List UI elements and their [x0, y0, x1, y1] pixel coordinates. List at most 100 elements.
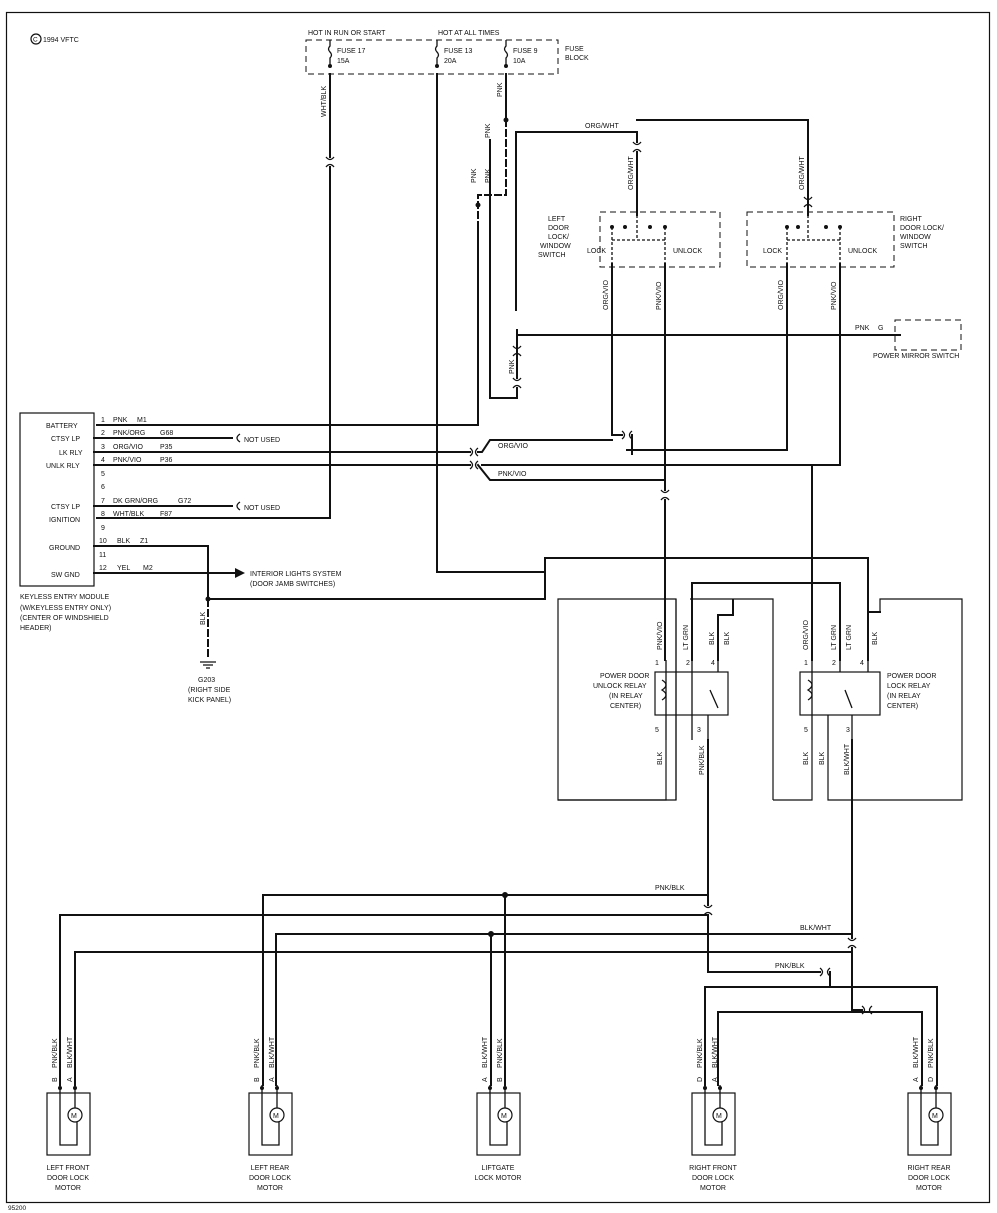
- module-wires: NOT USED ORG/VIO PNK/VIO NOT USED BLK G2…: [93, 433, 813, 704]
- interior-lights-2: (DOOR JAMB SWITCHES): [250, 581, 335, 588]
- lock-relay-pin-4: 4: [860, 660, 864, 667]
- right-switch-line-3: WINDOW: [900, 234, 931, 241]
- fuse-9-rating: 10A: [513, 58, 526, 65]
- motor-caption-line: MOTOR: [700, 1185, 726, 1192]
- wire-label-blk-l: BLK: [872, 631, 879, 645]
- motor-caption-line: DOOR LOCK: [249, 1175, 291, 1182]
- motor-pin-1: B: [254, 1077, 261, 1082]
- mirror-wire-color: PNK: [855, 325, 870, 332]
- wire-3-color: ORG/VIO: [113, 444, 144, 451]
- lock-relay-pin-3: 3: [846, 727, 850, 734]
- motor-pin-2: A: [269, 1077, 276, 1082]
- wire-label-org-wht-left: ORG/WHT: [628, 155, 635, 190]
- right-switch-line-4: SWITCH: [900, 243, 928, 250]
- wire-label-blk-u2: BLK: [724, 631, 731, 645]
- wire-8-color: WHT/BLK: [113, 511, 144, 518]
- right-switch-line-2: DOOR LOCK/: [900, 225, 944, 232]
- pin-12: 12: [99, 565, 107, 572]
- lock-relay-pin-1: 1: [804, 660, 808, 667]
- lock-relay-pin-2: 2: [832, 660, 836, 667]
- unlock-relay-pin-1: 1: [655, 660, 659, 667]
- wire-label-blk-l5a: BLK: [803, 751, 810, 765]
- module-caption-1: KEYLESS ENTRY MODULE: [20, 594, 110, 601]
- wire-4-color: PNK/VIO: [113, 457, 142, 464]
- ground-label-3: KICK PANEL): [188, 697, 231, 704]
- wire-12-color: YEL: [117, 565, 130, 572]
- switch-output-wires: ORG/VIO PNK/VIO ORG/VIO PNK/VIO: [481, 263, 841, 661]
- motor-symbol: M: [71, 1113, 77, 1120]
- unlock-relay-line-4: CENTER): [610, 703, 641, 710]
- unlock-relay-line-2: UNLOCK RELAY: [593, 683, 647, 690]
- unlock-relay-pin-5: 5: [655, 727, 659, 734]
- wire-7-circuit: G72: [178, 498, 191, 505]
- wire-label-pnk-vio-rsw: PNK/VIO: [831, 281, 838, 310]
- motor-wire-2: BLK/WHT: [712, 1036, 719, 1068]
- lock-relay-line-2: LOCK RELAY: [887, 683, 931, 690]
- fuse-block-label-1: FUSE: [565, 46, 584, 53]
- module-label-sw-gnd: SW GND: [51, 572, 80, 579]
- wire-label-pnk-1: PNK: [497, 82, 504, 97]
- motor-caption-line: LEFT REAR: [251, 1165, 289, 1172]
- wire-label-pnk-5: PNK: [509, 359, 516, 374]
- power-mirror-switch: POWER MIRROR SWITCH: [873, 319, 962, 360]
- wire-4-circuit: P36: [160, 457, 173, 464]
- pin-11: 11: [99, 552, 106, 559]
- wire-label-blk-l5b: BLK: [819, 751, 826, 765]
- motor-wire-1: BLK/WHT: [913, 1036, 920, 1068]
- fuse-13-rating: 20A: [444, 58, 457, 65]
- wire-label-pnk-blk-right: PNK/BLK: [775, 963, 805, 970]
- unlock-relay: POWER DOOR UNLOCK RELAY (IN RELAY CENTER…: [593, 660, 729, 740]
- wire-fuse13-relays: [436, 73, 869, 661]
- motor-wire-2: PNK/BLK: [497, 1038, 504, 1068]
- left-switch-line-5: SWITCH: [538, 252, 566, 259]
- fuse-13-name: FUSE 13: [444, 48, 473, 55]
- ground-label-2: (RIGHT SIDE: [188, 687, 231, 694]
- pin-3: 3: [101, 444, 105, 451]
- wire-pnk-option: [477, 119, 507, 223]
- wire-1-circuit: M1: [137, 417, 147, 424]
- page-border: [5, 11, 991, 1204]
- module-label-ignition: IGNITION: [49, 517, 80, 524]
- wire-3-circuit: P35: [160, 444, 173, 451]
- wire-label-org-wht-right: ORG/WHT: [799, 155, 806, 190]
- motor-pin-2: A: [67, 1077, 74, 1082]
- motor-caption-line: DOOR LOCK: [908, 1175, 950, 1182]
- wire-10-color: BLK: [117, 538, 131, 545]
- wire-label-pnk-vio-relay: PNK/VIO: [657, 621, 664, 650]
- module-label-battery: BATTERY: [46, 423, 78, 430]
- hot-all-times-label: HOT AT ALL TIMES: [438, 30, 500, 37]
- motor-pin-1: A: [913, 1077, 920, 1082]
- unlock-relay-line-3: (IN RELAY: [609, 693, 643, 700]
- fuse-17-rating: 15A: [337, 58, 350, 65]
- fuse-13: FUSE 13 20A: [434, 40, 473, 68]
- motor-wire-1: PNK/BLK: [697, 1038, 704, 1068]
- motor-pin-1: B: [52, 1077, 59, 1082]
- pin-10: 10: [99, 538, 107, 545]
- module-label-ctsy-lp-2: CTSY LP: [51, 504, 80, 511]
- wire-label-blk-ground: BLK: [200, 611, 207, 625]
- keyless-entry-module: BATTERY CTSY LP LK RLY UNLK RLY CTSY LP …: [19, 412, 191, 632]
- wire-label-pnk-blk-u3: PNK/BLK: [699, 745, 706, 775]
- lock-relay: POWER DOOR LOCK RELAY (IN RELAY CENTER) …: [799, 660, 936, 740]
- motor-caption-line: MOTOR: [55, 1185, 81, 1192]
- module-caption-3: (CENTER OF WINDSHIELD: [20, 615, 109, 622]
- module-label-ctsy-lp-1: CTSY LP: [51, 436, 80, 443]
- figure-id: 95200: [8, 1205, 26, 1212]
- fuse-block-label-2: BLOCK: [565, 55, 589, 62]
- fuse-9-name: FUSE 9: [513, 48, 538, 55]
- motor-pin-2: A: [712, 1077, 719, 1082]
- ground-label-1: G203: [198, 677, 215, 684]
- motor-caption-line: LEFT FRONT: [46, 1165, 90, 1172]
- module-label-unlk-rly: UNLK RLY: [46, 463, 80, 470]
- motor-wire-2: BLK/WHT: [269, 1036, 276, 1068]
- pin-1: 1: [101, 417, 105, 424]
- left-switch-line-2: DOOR: [548, 225, 569, 232]
- left-switch-line-4: WINDOW: [540, 243, 571, 250]
- motor-wire-1: PNK/BLK: [52, 1038, 59, 1068]
- unlock-relay-pin-3: 3: [697, 727, 701, 734]
- wire-wht-blk-ignition: [96, 73, 331, 519]
- fuse-9: FUSE 9 10A: [503, 40, 538, 68]
- motor-caption-line: RIGHT FRONT: [689, 1165, 737, 1172]
